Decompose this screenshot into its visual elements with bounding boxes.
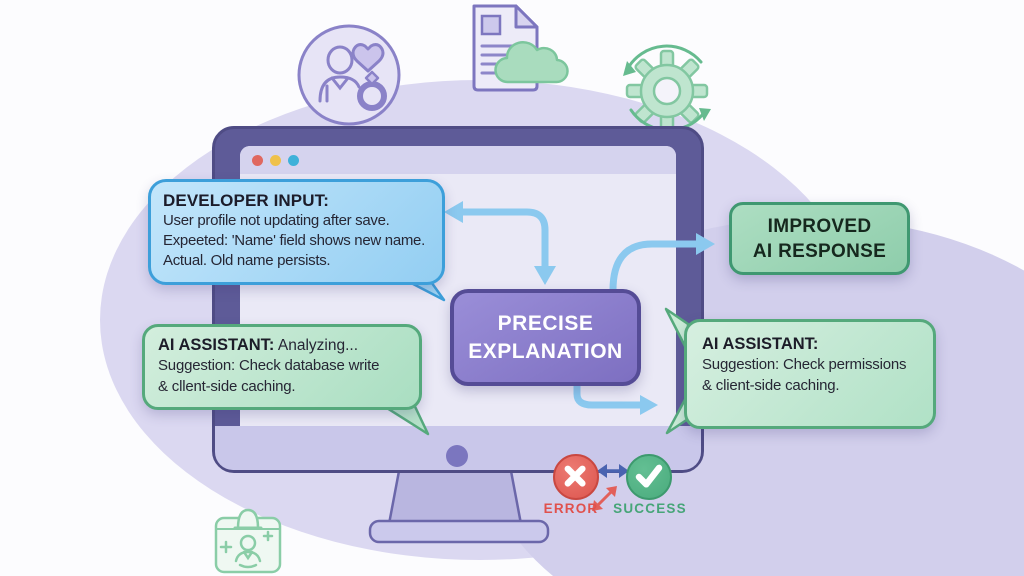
- improved-ai-response-line1: IMPROVED: [767, 215, 872, 237]
- user-heart-ring-icon: [297, 24, 401, 126]
- ai-assistant-left-line: Suggestion: Check database write: [158, 357, 380, 374]
- improved-ai-response-node: IMPROVED AI RESPONSE: [729, 202, 910, 275]
- developer-input-line: Actual. Old name persists.: [163, 252, 331, 269]
- ai-assistant-left-line: & cllent-side caching.: [158, 378, 296, 395]
- developer-input-title: DEVELOPER INPUT:: [163, 191, 329, 210]
- ai-assistant-left-bubble: AI ASSISTANT: Analyzing... Suggestion: C…: [142, 324, 422, 410]
- document-cloud-icon: [472, 4, 569, 92]
- success-check-icon: [626, 454, 672, 500]
- ai-assistant-left-heading: AI ASSISTANT: Analyzing...: [158, 336, 406, 355]
- error-x-icon: [553, 454, 599, 500]
- window-dot-yellow: [270, 155, 281, 166]
- success-label: SUCCESS: [613, 501, 687, 516]
- gear-sync-icon: [623, 44, 711, 132]
- ai-assistant-right-line: Suggestion: Check permissions: [702, 356, 907, 373]
- monitor-stand: [368, 469, 550, 544]
- developer-input-line: Expeeted: 'Name' field shows new name.: [163, 232, 425, 249]
- developer-input-bubble: DEVELOPER INPUT: User profile not updati…: [148, 179, 445, 285]
- developer-input-line: User profile not updating after save.: [163, 212, 390, 229]
- window-dot-blue: [288, 155, 299, 166]
- improved-ai-response-line2: AI RESPONSE: [752, 240, 887, 262]
- precise-explanation-node: PRECISE EXPLANATION: [450, 289, 641, 386]
- precise-explanation-line2: EXPLANATION: [468, 339, 623, 363]
- ai-assistant-right-title: AI ASSISTANT:: [702, 335, 819, 353]
- ai-assistant-right-line: & client-side caching.: [702, 377, 840, 394]
- monitor-button: [446, 445, 468, 467]
- precise-explanation-line1: PRECISE: [497, 311, 594, 335]
- window-dot-red: [252, 155, 263, 166]
- browser-titlebar: [240, 146, 676, 174]
- ai-assistant-left-title: AI ASSISTANT:: [158, 336, 275, 354]
- ai-assistant-left-status: Analyzing...: [274, 337, 358, 354]
- id-badge-user-icon: [214, 508, 282, 574]
- error-label: ERROR: [543, 501, 599, 516]
- ai-assistant-right-bubble: AI ASSISTANT: Suggestion: Check permissi…: [684, 319, 936, 429]
